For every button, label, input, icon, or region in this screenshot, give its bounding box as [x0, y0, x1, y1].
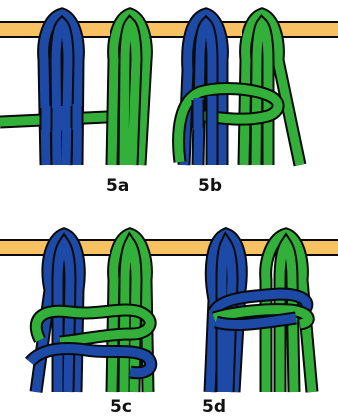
- green-loop-5b: [172, 82, 285, 163]
- bottom-row: [0, 227, 338, 393]
- caption-5b: 5b: [198, 176, 222, 196]
- green-cord-5a: [105, 7, 153, 166]
- green-cord-5d: [259, 227, 319, 393]
- caption-5c: 5c: [110, 397, 132, 417]
- square-knot-5d: [208, 287, 315, 332]
- blue-cord-5a: [37, 7, 85, 166]
- panel-5a: [0, 7, 153, 166]
- panel-5c: [25, 227, 158, 393]
- panel-5b: [172, 7, 307, 167]
- green-cord-5c: [105, 227, 155, 393]
- panel-5d: [203, 227, 319, 393]
- dowel-top-overlay: [0, 23, 338, 36]
- caption-5a: 5a: [106, 176, 130, 196]
- top-row: [0, 7, 338, 167]
- blue-cord-5d: [203, 227, 248, 393]
- blue-cord-5b: [177, 7, 229, 166]
- blue-loop-5c: [25, 342, 158, 380]
- green-cord-5b: [237, 7, 307, 167]
- blue-cord-5c: [29, 227, 86, 393]
- dowel-bottom-overlay: [0, 241, 338, 254]
- green-loop-5c: [29, 303, 157, 349]
- caption-5d: 5d: [202, 397, 226, 417]
